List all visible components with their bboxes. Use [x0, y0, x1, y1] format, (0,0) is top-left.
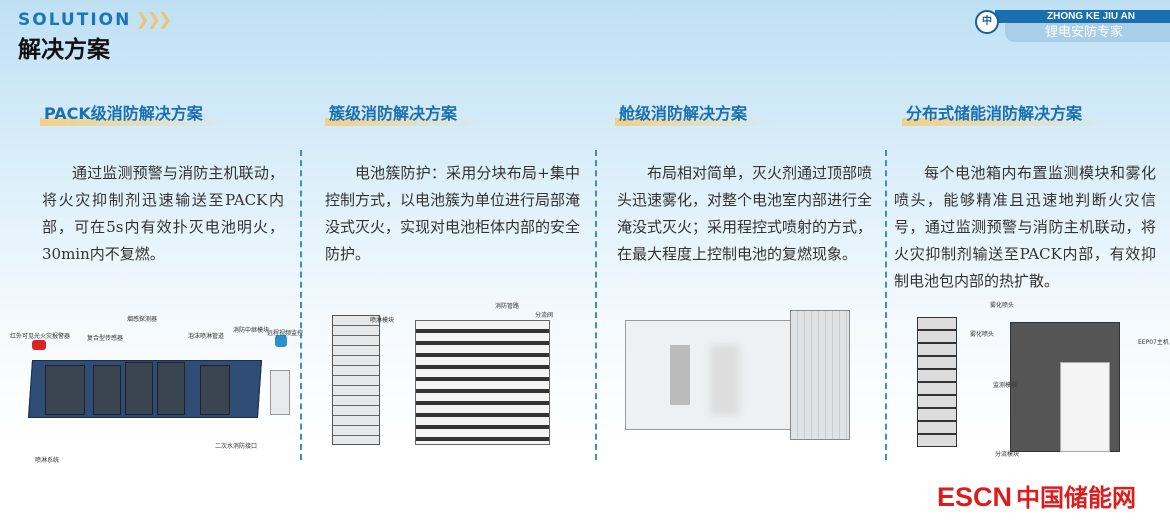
callout-label: 雾化喷头 — [970, 331, 995, 338]
callout-label: 监测模块 — [993, 382, 1018, 389]
column-heading: PACK级消防解决方案 — [40, 100, 227, 126]
callout-label: 红外可见光火灾报警器 — [10, 333, 71, 340]
chevrons-icon: ❯❯❯ — [135, 10, 172, 30]
cabin-level-column: 舱级消防解决方案 布局相对简单，灭火剂通过顶部喷头迅速雾化，对整个电池室内部进行… — [605, 100, 875, 460]
page-title: 解决方案 — [18, 37, 110, 63]
section-eyebrow: SOLUTION❯❯❯ — [18, 10, 172, 30]
distributed-cabinet-illustration: 雾化喷头 雾化喷头 监测模块 EEP07主机 分流模块 — [895, 292, 1169, 458]
callout-label: 消防中继模块 — [233, 327, 270, 334]
column-body: 布局相对简单，灭火剂通过顶部喷头迅速雾化，对整个电池室内部进行全淹没式灭火；采用… — [617, 164, 873, 263]
cluster-cabinet-illustration: 喷淋模块 消防管路 分流阀 — [320, 295, 580, 455]
brand-badge: 中 ZHONG KE JIU AN 锂电安防专家 — [975, 8, 1170, 42]
column-body: 每个电池箱内布置监测模块和雾化喷头，能够精准且迅速地判断火灾信号，通过监测预警与… — [894, 164, 1156, 290]
callout-label: 雾化喷头 — [990, 302, 1015, 309]
column-heading: 分布式储能消防解决方案 — [902, 100, 1107, 126]
column-body: 电池簇防护：采用分块布局+集中控制方式，以电池簇为单位进行局部淹没式灭火，实现对… — [325, 164, 581, 263]
column-body: 通过监测预警与消防主机联动，将火灾抑制剂迅速输送至PACK内部，可在5s内有效扑… — [42, 164, 284, 263]
callout-label: 二次水消防接口 — [215, 443, 258, 450]
cabin-container-illustration — [620, 305, 870, 445]
column-divider — [595, 150, 597, 460]
pack-container-illustration: 红外可见光火灾报警器 复合型传感器 烟感探测器 泡沫喷淋管道 消防中继模块 远程… — [5, 300, 303, 464]
callout-label: EEP07主机 — [1138, 339, 1169, 346]
brand-tagline: 锂电安防专家 — [1005, 23, 1170, 42]
distributed-storage-column: 分布式储能消防解决方案 每个电池箱内布置监测模块和雾化喷头，能够精准且迅速地判断… — [892, 100, 1162, 460]
column-divider — [300, 150, 302, 460]
column-heading: 簇级消防解决方案 — [325, 100, 482, 126]
callout-label: 烟感探测器 — [127, 316, 158, 323]
callout-label: 泡沫喷淋管道 — [188, 333, 225, 340]
callout-label: 复合型传感器 — [87, 335, 124, 342]
callout-label: 分流模块 — [995, 451, 1020, 458]
cluster-level-column: 簇级消防解决方案 电池簇防护：采用分块布局+集中控制方式，以电池簇为单位进行局部… — [315, 100, 585, 460]
brand-name: ZHONG KE JIU AN — [995, 10, 1170, 23]
callout-label: 消防管路 — [495, 303, 520, 310]
column-divider — [885, 150, 887, 460]
callout-label: 喷淋系统 — [35, 457, 60, 464]
column-heading: 舱级消防解决方案 — [615, 100, 772, 126]
callout-label: 喷淋模块 — [370, 317, 395, 324]
pack-level-column: PACK级消防解决方案 通过监测预警与消防主机联动，将火灾抑制剂迅速输送至PAC… — [30, 100, 290, 460]
callout-label: 分流阀 — [535, 312, 554, 319]
brand-logo-icon: 中 — [975, 10, 999, 34]
callout-label: 远程视频监控 — [267, 330, 304, 337]
